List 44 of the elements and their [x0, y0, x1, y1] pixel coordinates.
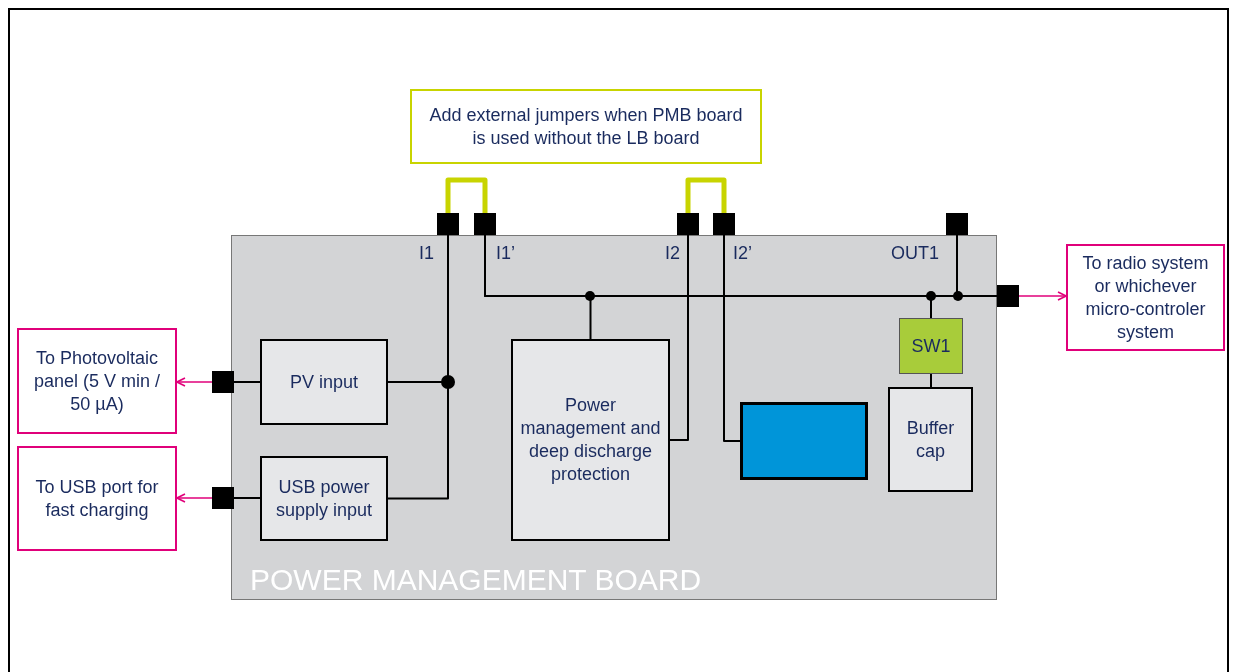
destination-box: [17, 446, 177, 551]
wire: [669, 234, 689, 441]
note-box: [410, 89, 762, 164]
node-label: PV input: [289, 370, 358, 394]
wire: [233, 381, 261, 383]
battery-block: [740, 402, 868, 480]
arrow: [1018, 291, 1067, 301]
node-label: To radio system or whichever micro-controler system: [1081, 251, 1210, 344]
node-label: USB power supply input: [274, 475, 374, 522]
node-label: Buffer cap: [905, 416, 956, 463]
connector-terminal: [212, 487, 234, 509]
node-label: SW1: [911, 334, 951, 358]
arrow: [176, 493, 213, 503]
circuit-board-panel: [231, 235, 997, 600]
pin-label: I2: [665, 243, 680, 263]
process-block: [888, 387, 973, 492]
switch-block: [899, 318, 963, 374]
connector-terminal: [212, 371, 234, 393]
node-label: Add external jumpers when PMB board is used without the LB board: [428, 103, 744, 150]
wire: [723, 234, 741, 442]
destination-box: [1066, 244, 1225, 351]
pin-label: I2’: [733, 243, 752, 263]
jumper-wire: [685, 177, 727, 213]
connector-terminal: [997, 285, 1019, 307]
connector-terminal: [946, 213, 968, 235]
process-block: [260, 339, 388, 425]
connector-terminal: [474, 213, 496, 235]
pin-label: I1’: [496, 243, 515, 263]
connector-terminal: [713, 213, 735, 235]
wire: [233, 497, 261, 499]
pin-label: I1: [419, 243, 434, 263]
process-block: [260, 456, 388, 541]
connector-terminal: [437, 213, 459, 235]
destination-box: [17, 328, 177, 434]
connector-terminal: [677, 213, 699, 235]
node-label: To USB port for fast charging: [34, 475, 160, 522]
pin-label: OUT1: [891, 243, 939, 263]
arrow: [176, 377, 213, 387]
wire: [484, 234, 592, 340]
node-label: Power management and deep discharge protection: [519, 394, 662, 486]
jumper-wire: [445, 177, 488, 213]
process-block: [511, 339, 670, 541]
wire: [930, 373, 932, 388]
node-label: To Photovoltaic panel (5 V min / 50 µA): [32, 346, 162, 416]
